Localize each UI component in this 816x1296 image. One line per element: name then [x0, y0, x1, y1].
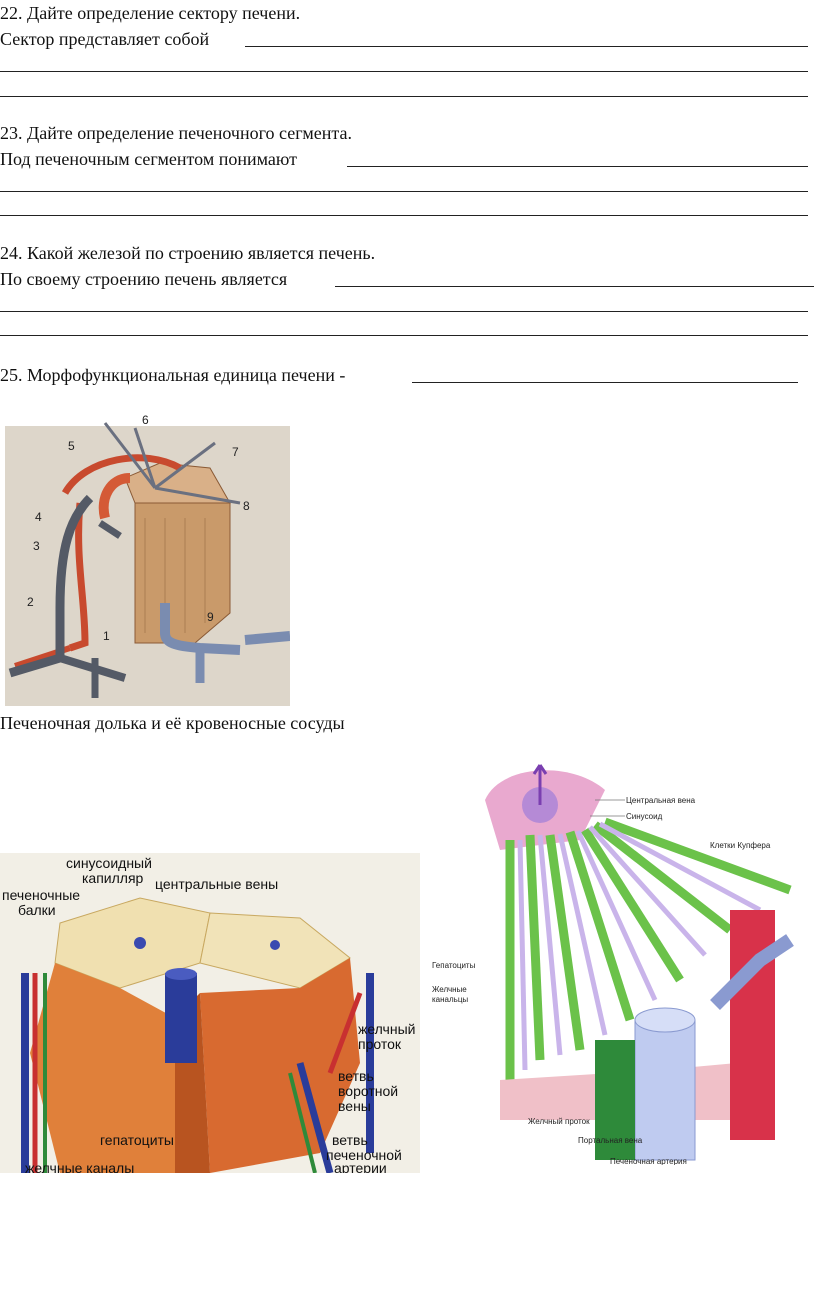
label-4: 4 — [35, 510, 42, 524]
label-central-vein: Центральная вена — [626, 796, 696, 805]
question-23-prompt: Под печеночным сегментом понимают — [0, 149, 297, 169]
label-hepatocytes: гепатоциты — [100, 1132, 174, 1148]
question-25-title: 25. Морфофункциональная единица печени - — [0, 365, 346, 385]
label-7: 7 — [232, 445, 239, 459]
label-portal-2: воротной — [338, 1083, 398, 1099]
question-22-prompt: Сектор представляет собой — [0, 29, 210, 49]
label-5: 5 — [68, 439, 75, 453]
figure-caption: Печеночная долька и её кровеносные сосуд… — [0, 713, 345, 733]
label-central-veins: центральные вены — [155, 876, 278, 892]
answer-line[interactable] — [0, 96, 808, 97]
label-portal: ветвь — [338, 1068, 374, 1084]
answer-line[interactable] — [0, 71, 808, 72]
label-bile-canals: желчные каналы — [25, 1160, 134, 1173]
answer-line[interactable] — [245, 46, 808, 47]
lobule-detail-figure: Центральная вена Синусоид Клетки Купфера… — [430, 760, 816, 1165]
label-artery-3: артерии — [334, 1160, 387, 1173]
label-artery: ветвь — [332, 1132, 368, 1148]
label-sinusoid-2: капилляр — [82, 870, 144, 886]
label-6: 6 — [142, 413, 149, 427]
label-portal-vein: Портальная вена — [578, 1136, 643, 1145]
label-portal-3: вены — [338, 1098, 371, 1114]
answer-line[interactable] — [0, 311, 808, 312]
label-hepatic-artery: Печеночная артерия — [610, 1157, 687, 1165]
question-22-title: 22. Дайте определение сектору печени. — [0, 3, 301, 23]
question-24-title: 24. Какой железой по строению является п… — [0, 243, 376, 263]
answer-line[interactable] — [0, 335, 808, 336]
label-sinusoid: Синусоид — [626, 812, 663, 821]
label-hepatocytes: Гепатоциты — [432, 961, 476, 970]
label-2: 2 — [27, 595, 34, 609]
label-bile-duct-2: проток — [358, 1036, 402, 1052]
label-bile-duct: желчный — [358, 1021, 415, 1037]
label-bile-canals: Желчные — [432, 985, 467, 994]
label-1: 1 — [103, 629, 110, 643]
label-kupffer: Клетки Купфера — [710, 841, 771, 850]
label-8: 8 — [243, 499, 250, 513]
question-23-title: 23. Дайте определение печеночного сегмен… — [0, 123, 352, 143]
label-beams: печеночные — [2, 887, 80, 903]
label-3: 3 — [33, 539, 40, 553]
label-artery-2: печеночной — [326, 1147, 402, 1163]
question-24-prompt: По своему строению печень является — [0, 269, 288, 289]
answer-line[interactable] — [0, 191, 808, 192]
label-beams-2: балки — [18, 902, 56, 918]
answer-line[interactable] — [0, 215, 808, 216]
liver-lobule-figure: 1 2 3 4 5 6 7 8 9 — [5, 413, 290, 706]
answer-line[interactable] — [335, 286, 814, 287]
answer-line[interactable] — [412, 382, 798, 383]
label-9: 9 — [207, 610, 214, 624]
label-sinusoid: синусоидный — [66, 855, 152, 871]
label-bile-canals-2: канальцы — [432, 995, 468, 1004]
hepatic-lobules-figure: синусоидный капилляр центральные вены пе… — [0, 853, 420, 1173]
label-bile-duct: Желчный проток — [528, 1117, 590, 1126]
answer-line[interactable] — [347, 166, 808, 167]
